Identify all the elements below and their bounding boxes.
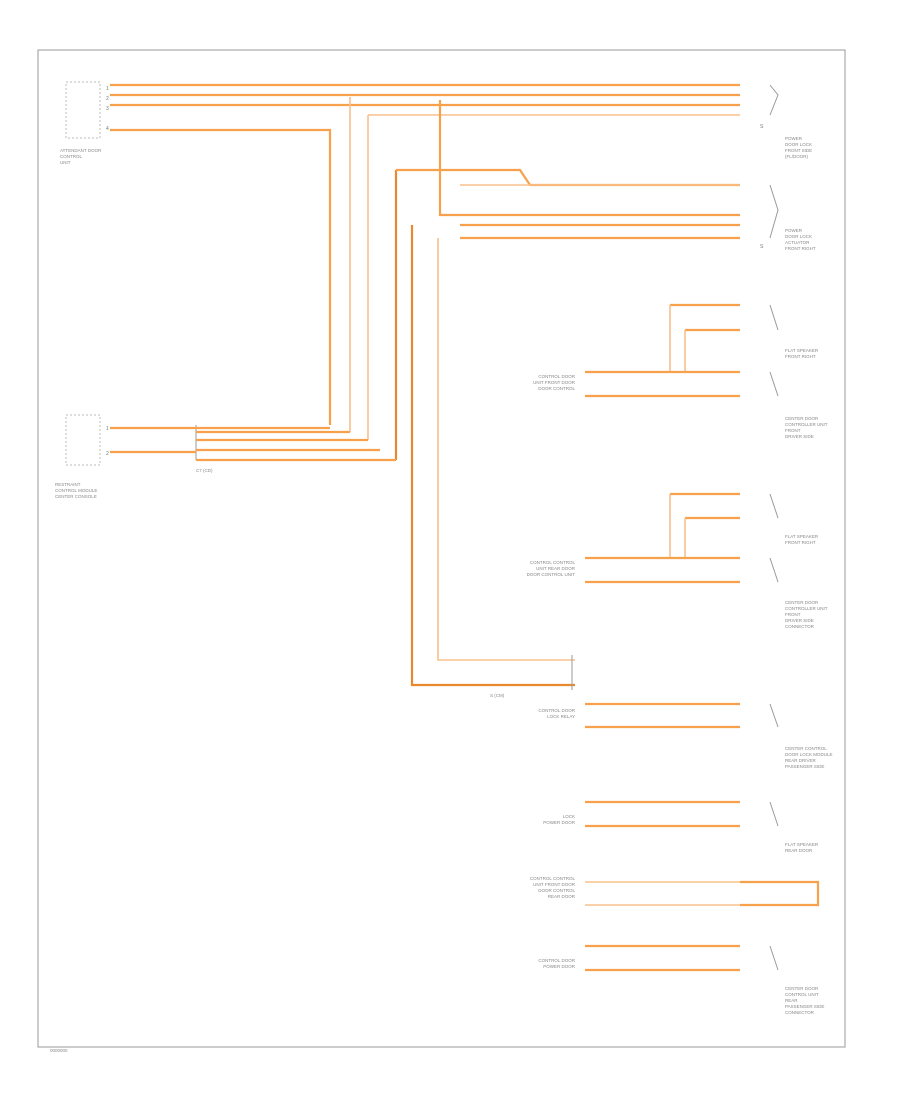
label-line: LOCK RELAY bbox=[547, 714, 575, 719]
label-line: PASSENGER SIDE bbox=[785, 764, 824, 769]
label-line: CONTROLLER UNIT bbox=[785, 422, 828, 427]
label-line: POWER DOOR bbox=[543, 820, 576, 825]
label-line: CENTER DOOR bbox=[785, 600, 819, 605]
label-line: ACTUATOR bbox=[785, 240, 810, 245]
label-line: CONTROL MODULE bbox=[55, 488, 97, 493]
label-line: UNIT FRONT DOOR bbox=[533, 380, 576, 385]
label-line: CENTER DOOR bbox=[785, 986, 819, 991]
wires-mid-left bbox=[110, 426, 396, 462]
label-line: DRIVER SIDE bbox=[785, 434, 814, 439]
label-line: RESTRAINT bbox=[55, 482, 81, 487]
wires-top bbox=[110, 83, 740, 687]
label-line: CONTROL UNIT bbox=[785, 992, 819, 997]
label-line: PASSENGER SIDE bbox=[785, 1004, 824, 1009]
label-line: REAR DOOR bbox=[785, 848, 813, 853]
label-line: REAR DRIVER bbox=[785, 758, 817, 763]
label-line: CONNECTOR bbox=[785, 1010, 815, 1015]
label-line: DOOR LOCK MODULE bbox=[785, 752, 833, 757]
label-line: UNIT FRONT DOOR bbox=[533, 882, 576, 887]
label-line: DOOR CONTROL bbox=[538, 888, 575, 893]
label-line: DOOR LOCK bbox=[785, 234, 812, 239]
label-line: DOOR CONTROL UNIT bbox=[527, 572, 576, 577]
label-line: CENTER CONTROL bbox=[785, 746, 827, 751]
svg-text:S: S bbox=[760, 124, 764, 130]
splice-label: S (CM) bbox=[490, 693, 505, 698]
svg-text:1: 1 bbox=[106, 86, 109, 92]
label-line: POWER bbox=[785, 136, 803, 141]
label-line: FLAT SPEAKER bbox=[785, 534, 819, 539]
label-line: POWER DOOR bbox=[543, 964, 576, 969]
footer-code: 0000000 bbox=[50, 1048, 68, 1053]
label-line: DRIVER SIDE bbox=[785, 618, 814, 623]
rear-connector: C7 (CD) bbox=[195, 425, 213, 473]
label-line: CONTROL DOOR bbox=[538, 708, 575, 713]
label-line: FRONT bbox=[785, 612, 801, 617]
label-line: FLAT SPEAKER bbox=[785, 842, 819, 847]
svg-text:1: 1 bbox=[106, 426, 109, 432]
label-line: FRONT RIGHT bbox=[785, 540, 816, 545]
label-line: POWER bbox=[785, 228, 803, 233]
label-line: UNIT REAR DOOR bbox=[536, 566, 576, 571]
label-line: FRONT RIGHT bbox=[785, 354, 816, 359]
label-line: (FL/DOOR) bbox=[785, 154, 809, 159]
label-line: FRONT bbox=[785, 428, 801, 433]
label-line: CONTROLLER UNIT bbox=[785, 606, 828, 611]
label-line: REAR bbox=[785, 998, 798, 1003]
label-line: CONTROL bbox=[60, 154, 82, 159]
label-line: CONNECTOR bbox=[785, 624, 815, 629]
svg-text:2: 2 bbox=[106, 451, 109, 457]
label-line: CONTROL CONTROL bbox=[530, 876, 576, 881]
label-line: ATTENDANT DOOR bbox=[60, 148, 102, 153]
label-line: CENTER CONSOLE bbox=[55, 494, 97, 499]
label-line: CENTER DOOR bbox=[785, 416, 819, 421]
svg-text:S: S bbox=[760, 244, 764, 250]
diagram-frame bbox=[37, 49, 846, 1048]
label-line: FRONT SIDE bbox=[785, 148, 812, 153]
label-line: DOOR CONTROL bbox=[538, 386, 575, 391]
label-line: FRONT RIGHT bbox=[785, 246, 816, 251]
label-line: LOCK bbox=[563, 814, 575, 819]
label-line: DOOR LOCK bbox=[785, 142, 812, 147]
label-line: CONTROL CONTROL bbox=[530, 560, 576, 565]
label-line: CONTROL DOOR bbox=[538, 958, 575, 963]
svg-text:2: 2 bbox=[106, 96, 109, 102]
label-line: CONTROL DOOR bbox=[538, 374, 575, 379]
label-line: FLAT SPEAKER bbox=[785, 348, 819, 353]
svg-text:4: 4 bbox=[106, 126, 109, 132]
label-line: REAR DOOR bbox=[548, 894, 576, 899]
label-line: UNIT bbox=[60, 160, 71, 165]
splice-connector: S (CM) bbox=[490, 655, 573, 698]
svg-text:3: 3 bbox=[106, 106, 109, 112]
rear-connector-label: C7 (CD) bbox=[196, 468, 213, 473]
